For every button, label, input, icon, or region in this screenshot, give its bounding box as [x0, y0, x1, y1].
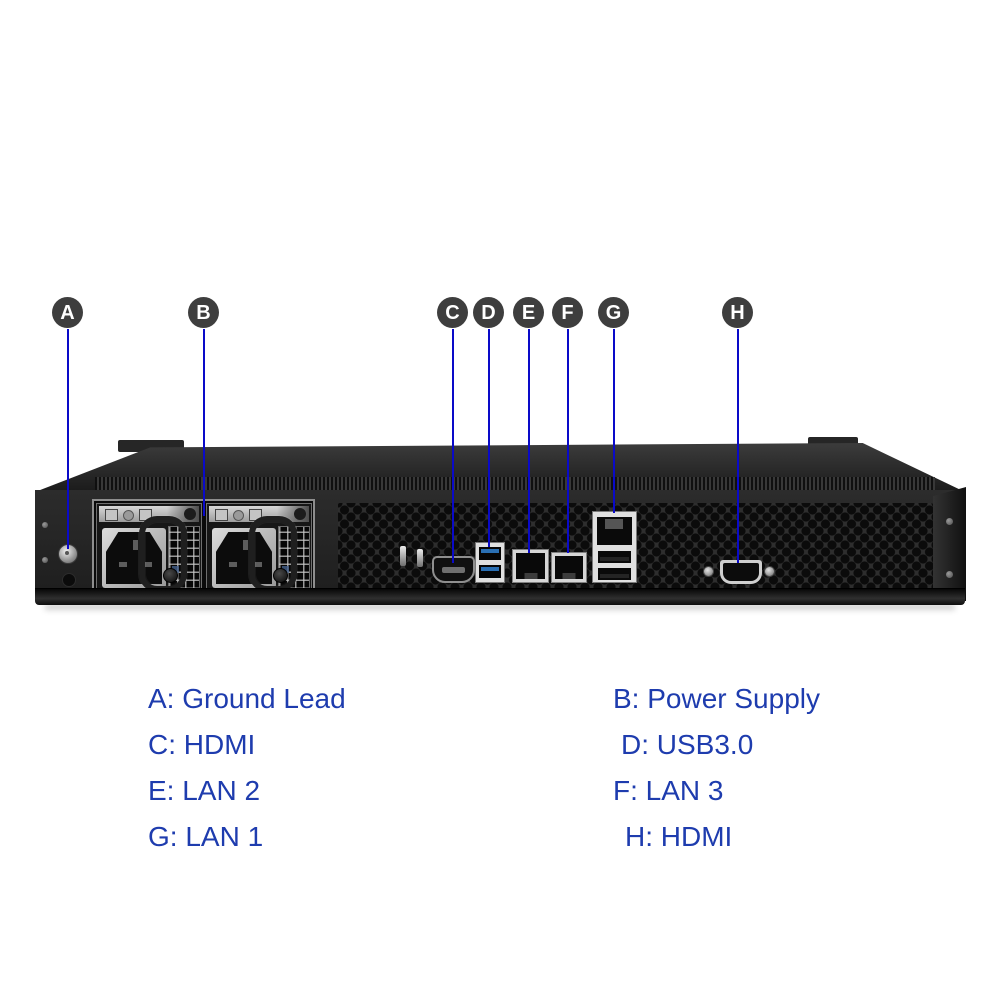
- usb2-port: [598, 551, 631, 563]
- callout-line-g: [612, 329, 615, 513]
- chassis-lid-vent-ribs: [95, 477, 935, 490]
- antenna-connector: [417, 549, 423, 567]
- legend-left-column: A: Ground Lead C: HDMI E: LAN 2 G: LAN 1: [148, 676, 346, 860]
- lan1-port: [597, 517, 632, 545]
- callout-badge-h: H: [722, 297, 753, 328]
- psu-thumbscrew: [273, 568, 288, 583]
- psu-thumbscrew: [163, 568, 178, 583]
- lan3-port-f: [551, 552, 587, 583]
- chassis-screw-icon: [946, 571, 953, 578]
- callout-badge-d: D: [473, 297, 504, 328]
- callout-line-e: [527, 329, 530, 553]
- lan1-usb-stack-g: [592, 511, 637, 583]
- port-screw-icon: [764, 566, 775, 577]
- callout-line-b: [202, 329, 205, 516]
- legend-item-d: D: USB3.0: [621, 729, 754, 760]
- callout-b: B: [188, 297, 219, 516]
- legend-right-column: B: Power Supply D: USB3.0 F: LAN 3 H: HD…: [613, 676, 820, 860]
- usb3-ports-d: [475, 542, 505, 583]
- chassis-screw-icon: [946, 518, 953, 525]
- callout-badge-g: G: [598, 297, 629, 328]
- chassis-right-ear: [933, 487, 966, 601]
- callout-h: H: [722, 297, 753, 563]
- legend-item-h: H: HDMI: [625, 821, 733, 852]
- chassis-screw-icon: [42, 557, 48, 563]
- legend-item-f: F: LAN 3: [613, 775, 724, 806]
- power-supply-module-1: [96, 503, 202, 592]
- lan2-port-e: [512, 549, 549, 583]
- hdmi-port-c: [432, 556, 475, 583]
- chassis-screw-icon: [42, 522, 48, 528]
- chassis-hole: [62, 573, 76, 587]
- callout-badge-c: C: [437, 297, 468, 328]
- callout-line-f: [566, 329, 569, 553]
- callout-c: C: [437, 297, 468, 563]
- callout-g: G: [598, 297, 629, 513]
- antenna-connector: [400, 546, 406, 566]
- legend-item-a: A: Ground Lead: [148, 683, 346, 714]
- legend-item-c: C: HDMI: [148, 729, 256, 760]
- callout-line-h: [736, 329, 739, 563]
- callout-line-a: [66, 329, 69, 549]
- psu-handle: [249, 516, 297, 592]
- legend-item-g: G: LAN 1: [148, 821, 264, 852]
- chassis-shadow: [45, 604, 955, 610]
- callout-badge-b: B: [188, 297, 219, 328]
- callout-e: E: [513, 297, 544, 553]
- psu-handle: [139, 516, 187, 592]
- callout-line-d: [487, 329, 490, 547]
- callout-badge-f: F: [552, 297, 583, 328]
- usb2-port: [598, 568, 631, 580]
- legend-item-e: E: LAN 2: [148, 775, 261, 806]
- chassis-bottom-lip: [35, 588, 965, 605]
- callout-badge-e: E: [513, 297, 544, 328]
- callout-badge-a: A: [52, 297, 83, 328]
- callout-d: D: [473, 297, 504, 547]
- callout-a: A: [52, 297, 83, 549]
- legend-item-b: B: Power Supply: [613, 683, 820, 714]
- port-screw-icon: [703, 566, 714, 577]
- power-supply-module-2: [206, 503, 312, 592]
- callout-line-c: [451, 329, 454, 563]
- callout-f: F: [552, 297, 583, 553]
- hdmi-port-h: [720, 560, 762, 584]
